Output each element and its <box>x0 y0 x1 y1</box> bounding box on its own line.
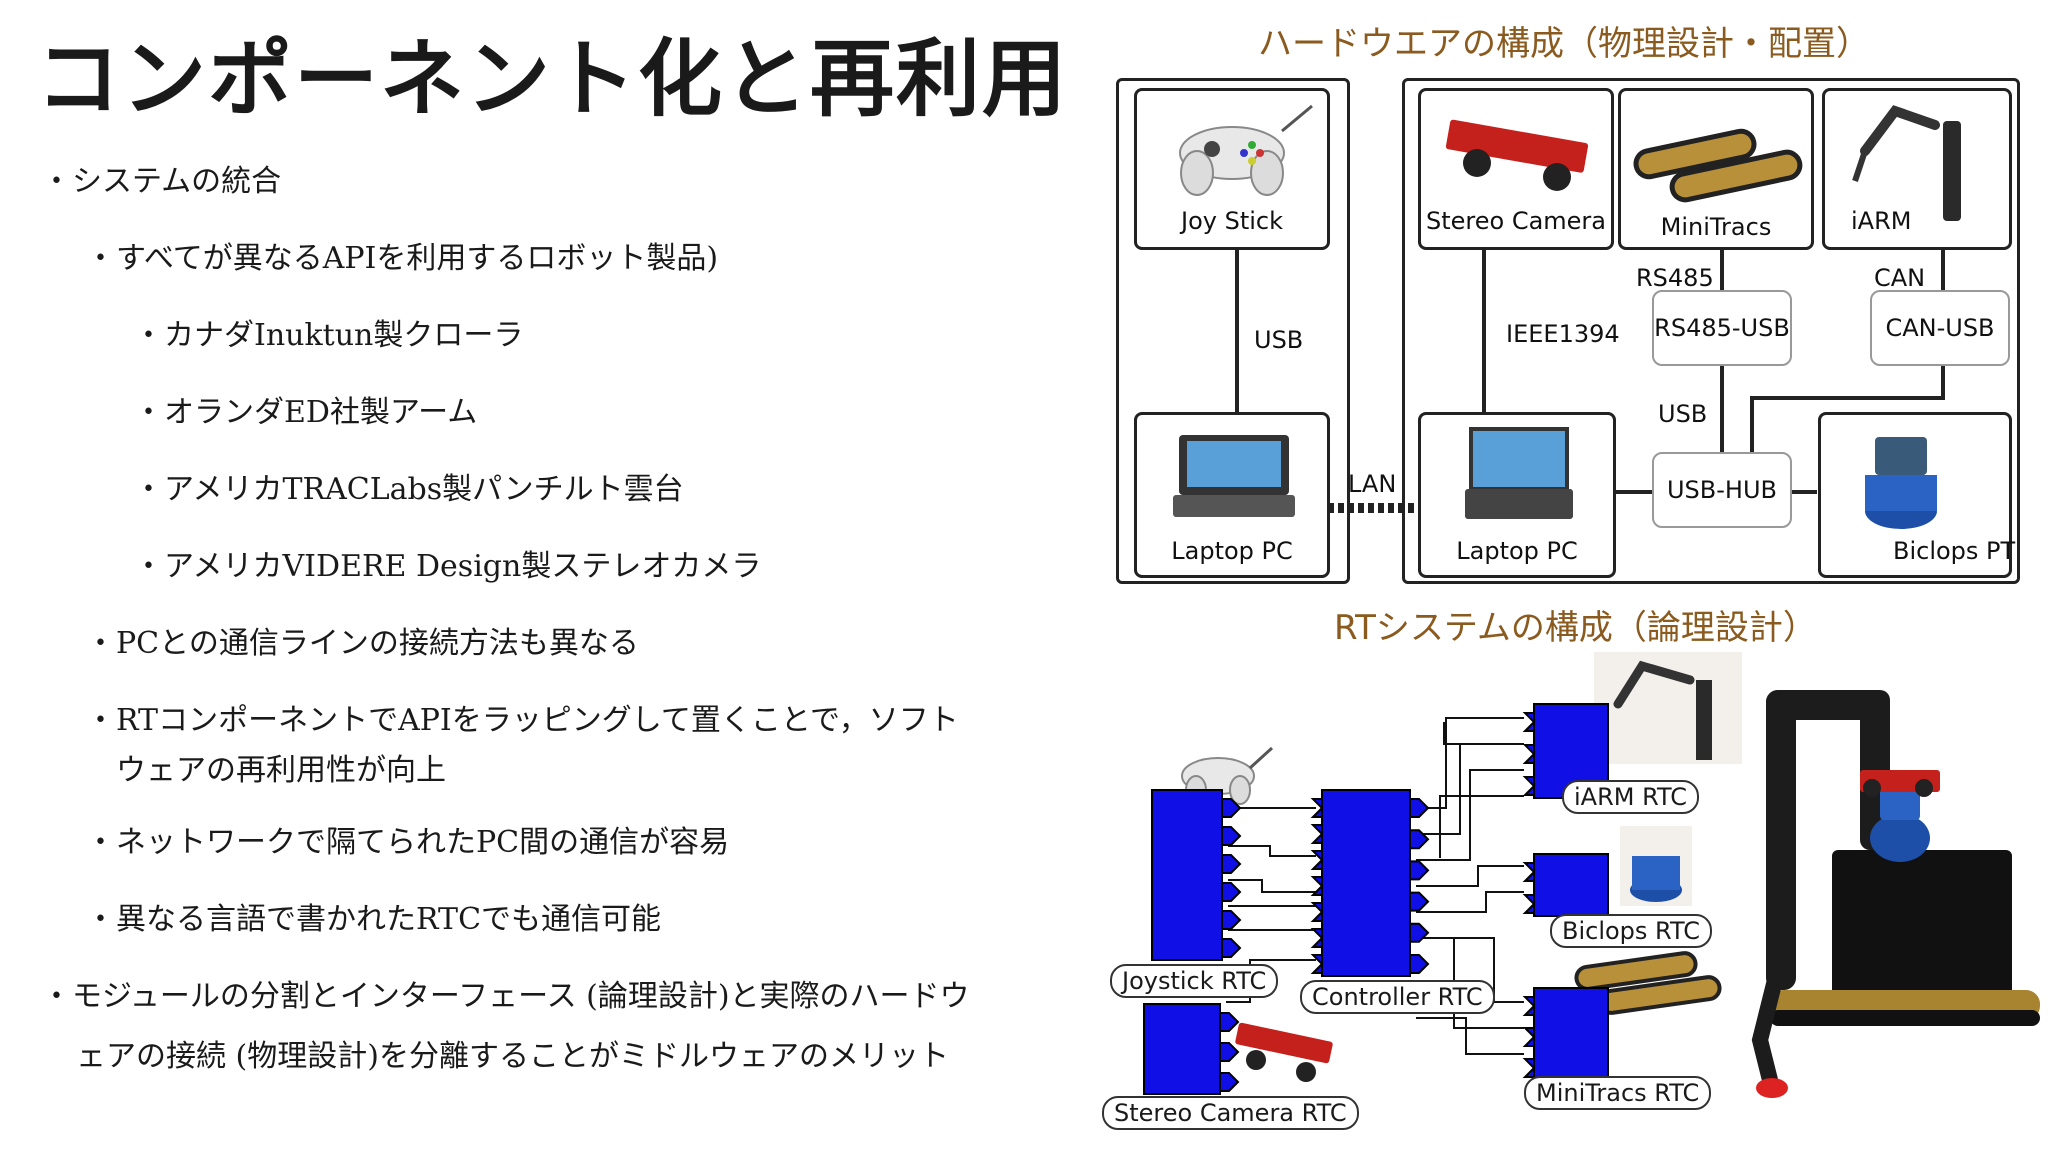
iarm-rtc-label: iARM RTC <box>1562 780 1700 814</box>
outport <box>1409 891 1430 912</box>
stereo-camera-device-box: Stereo Camera <box>1418 88 1614 250</box>
can-usb-label: CAN-USB <box>1885 314 1995 342</box>
outport <box>1221 854 1242 874</box>
biclops-device-box: Biclops PT <box>1818 412 2016 578</box>
inport <box>1522 996 1536 1016</box>
iarm-label: iARM <box>1851 207 1912 235</box>
rt-biclops-thumbnail <box>1620 826 1692 906</box>
inport <box>1522 862 1536 882</box>
inport <box>1522 744 1536 764</box>
crawler-icon <box>1633 128 1803 203</box>
inport <box>1310 928 1324 948</box>
can-label: CAN <box>1874 264 1926 292</box>
inport <box>1310 902 1324 922</box>
minitracs-rtc-label: MiniTracs RTC <box>1524 1076 1712 1110</box>
inport <box>1310 798 1324 818</box>
bullet-item: •カナダInuktun製クローラ <box>142 318 524 353</box>
inport <box>1522 894 1536 914</box>
joystick-label: Joy Stick <box>1181 207 1283 235</box>
minitracs-rtc-block <box>1522 987 1609 1081</box>
inport <box>1522 712 1536 732</box>
outport <box>1409 954 1430 974</box>
laptop-right-box: Laptop PC <box>1418 412 1616 578</box>
inport <box>1522 1027 1536 1047</box>
outport <box>1219 1012 1240 1032</box>
outport <box>1219 1072 1240 1092</box>
usb-left-label: USB <box>1254 326 1304 354</box>
page-title: コンポーネント化と再利用 <box>36 29 1069 128</box>
bullet-item: •RTコンポーネントでAPIをラッピングして置くことで，ソフト <box>94 703 959 738</box>
rt-system-heading: RTシステムの構成（論理設計） <box>1334 608 1817 648</box>
inport <box>1310 850 1324 870</box>
minitracs-device-box: MiniTracs <box>1618 88 1814 250</box>
outport <box>1221 938 1242 958</box>
lan-label: LAN <box>1348 470 1397 498</box>
laptop-right-label: Laptop PC <box>1456 537 1578 565</box>
bullet-item: •すべてが異なるAPIを利用するロボット製品) <box>94 241 719 276</box>
rt-crawler-thumbnail <box>1574 951 1722 1015</box>
bullet-item: •モジュールの分割とインターフェース (論理設計)と実際のハードウ <box>50 979 970 1014</box>
controller-rtc-label: Controller RTC <box>1300 980 1495 1014</box>
can-usb-box: CAN-USB <box>1870 290 2010 366</box>
bullet-item: •ネットワークで隔てられたPC間の通信が容易 <box>94 825 730 860</box>
biclops-label: Biclops PT <box>1893 537 2016 565</box>
ieee1394-label: IEEE1394 <box>1506 320 1620 348</box>
inport <box>1522 776 1536 796</box>
controller-rtc-block <box>1310 789 1430 977</box>
bullet-item-continuation: ウェアの再利用性が向上 <box>116 753 446 788</box>
hardware-heading: ハードウエアの構成（物理設計・配置） <box>1258 24 1870 64</box>
usb-hub-box: USB-HUB <box>1652 452 1792 528</box>
laptop-icon <box>1465 427 1573 519</box>
bullet-item: •PCとの通信ラインの接続方法も異なる <box>94 626 639 661</box>
stereo-camera-label: Stereo Camera <box>1425 207 1606 235</box>
usb-hub-label: USB-HUB <box>1666 476 1777 504</box>
bullet-item: •アメリカVIDERE Design製ステレオカメラ <box>142 549 762 584</box>
inport <box>1310 954 1324 974</box>
inport <box>1522 1058 1536 1078</box>
stereo-camera-icon <box>1445 119 1589 191</box>
pan-tilt-icon <box>1865 437 1937 529</box>
outport <box>1221 910 1242 930</box>
rs485-usb-label: RS485-USB <box>1654 314 1790 342</box>
biclops-rtc-label: Biclops RTC <box>1550 914 1712 948</box>
joystick-rtc-block <box>1151 789 1242 961</box>
outport <box>1221 798 1242 818</box>
outport <box>1409 798 1430 818</box>
inport <box>1310 824 1324 844</box>
rs485-label: RS485 <box>1636 264 1714 292</box>
stereo-camera-rtc-block <box>1143 1003 1240 1095</box>
outport <box>1409 829 1430 850</box>
rt-arm-thumbnail <box>1594 652 1742 764</box>
joystick-rtc-label: Joystick RTC <box>1110 964 1279 998</box>
rs485-usb-box: RS485-USB <box>1652 290 1792 366</box>
bullet-item: •アメリカTRACLabs製パンチルト雲台 <box>142 472 684 507</box>
outport <box>1221 826 1242 846</box>
bullet-item-continuation: ェアの接続 (物理設計)を分離することがミドルウェアのメリット <box>76 1039 949 1074</box>
outport <box>1219 1042 1240 1062</box>
outport <box>1409 860 1430 881</box>
laptop-icon <box>1173 435 1295 517</box>
robot-arm-icon <box>1852 105 1961 221</box>
biclops-rtc-block <box>1522 853 1609 917</box>
outport <box>1409 922 1430 943</box>
bullet-item: •システムの統合 <box>50 164 282 199</box>
minitracs-label: MiniTracs <box>1660 213 1772 241</box>
joystick-device-box: Joy Stick <box>1134 88 1330 250</box>
rt-camera-thumbnail <box>1235 1022 1333 1082</box>
iarm-device-box: iARM <box>1822 88 2012 250</box>
laptop-left-box: Laptop PC <box>1134 412 1330 578</box>
stereo-camera-rtc-label: Stereo Camera RTC <box>1102 1096 1359 1130</box>
joystick-icon <box>1179 104 1313 196</box>
inport <box>1310 876 1324 896</box>
bullet-item: •オランダED社製アーム <box>142 395 478 430</box>
laptop-left-label: Laptop PC <box>1171 537 1293 565</box>
outport <box>1221 882 1242 902</box>
bullet-item: •異なる言語で書かれたRTCでも通信可能 <box>94 902 662 937</box>
usb-mid-label: USB <box>1658 400 1708 428</box>
